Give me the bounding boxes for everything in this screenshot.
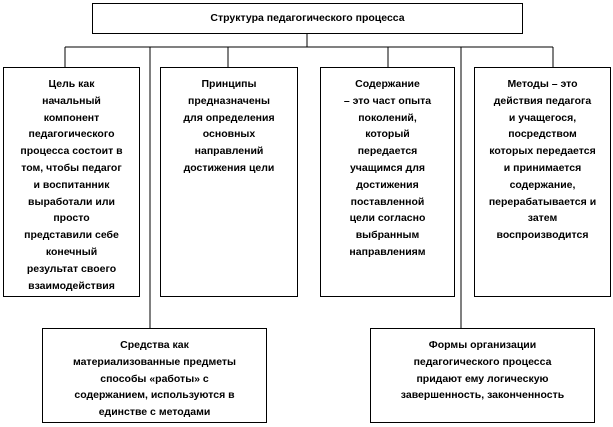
root-title: Структура педагогического процесса bbox=[210, 12, 405, 25]
forms-box: Формы организации педагогического процес… bbox=[370, 328, 595, 423]
means-text: Средства как материализованные предметы … bbox=[72, 339, 237, 419]
goal-box: Цель как начальный компонент педагогичес… bbox=[3, 67, 140, 297]
content-box: Содержание – это част опыта поколений, к… bbox=[320, 67, 455, 297]
methods-text: Методы – это действия педагога и учащего… bbox=[488, 78, 597, 242]
root-box: Структура педагогического процесса bbox=[92, 3, 523, 34]
principles-text: Принципы предназначены для определения о… bbox=[183, 78, 275, 174]
forms-text: Формы организации педагогического процес… bbox=[400, 339, 565, 402]
goal-text: Цель как начальный компонент педагогичес… bbox=[20, 78, 123, 292]
content-text: Содержание – это част опыта поколений, к… bbox=[343, 78, 432, 258]
methods-box: Методы – это действия педагога и учащего… bbox=[474, 67, 611, 297]
means-box: Средства как материализованные предметы … bbox=[42, 328, 267, 423]
principles-box: Принципы предназначены для определения о… bbox=[160, 67, 298, 297]
